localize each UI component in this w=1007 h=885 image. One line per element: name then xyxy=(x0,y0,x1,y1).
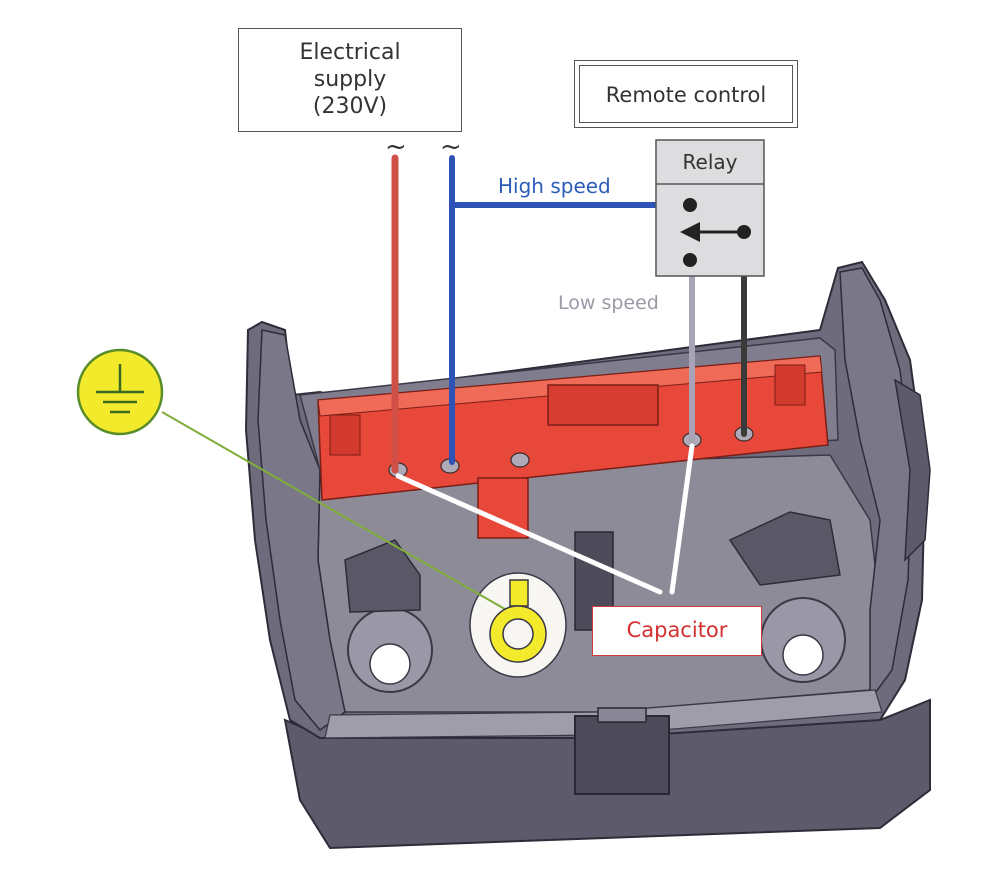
supply-line-3: (230V) xyxy=(312,94,388,119)
relay-contact-low xyxy=(683,253,697,267)
housing-right-wall xyxy=(839,267,913,703)
relay-label: Relay xyxy=(682,150,738,174)
relay xyxy=(655,139,765,277)
earth-ring-terminal-icon xyxy=(489,579,547,663)
remote-control-inner-border: Remote control xyxy=(579,65,793,123)
electrical-supply-label: Electrical supply (230V) xyxy=(239,29,461,120)
capacitor-wire-left xyxy=(395,473,663,595)
remote-control-box: Remote control xyxy=(574,60,798,128)
supply-line-1: Electrical xyxy=(299,40,401,65)
terminal-block-window xyxy=(547,384,659,426)
earth-wire xyxy=(161,411,511,613)
low-speed-label: Low speed xyxy=(558,292,659,314)
terminal-block-slot-left xyxy=(329,414,361,456)
screw-hole-right xyxy=(782,634,824,676)
terminal-screw-3 xyxy=(510,452,530,468)
screw-hole-left xyxy=(369,643,411,685)
housing-left-wall xyxy=(257,329,346,732)
housing-front-clip xyxy=(574,715,670,795)
enclosure-housing xyxy=(244,260,931,850)
ac-phase-symbol-right: ~ xyxy=(440,132,462,162)
switch-arrow-icon xyxy=(680,222,700,242)
capacitor-label: Capacitor xyxy=(626,618,728,642)
high-speed-label: High speed xyxy=(498,174,611,198)
remote-control-label: Remote control xyxy=(605,83,767,107)
ac-phase-symbol-left: ~ xyxy=(385,132,407,162)
relay-body xyxy=(655,139,765,277)
housing-right-bulge xyxy=(893,378,931,562)
ground-symbol-icon xyxy=(76,348,164,436)
capacitor-wire-right xyxy=(669,443,695,595)
capacitor-box: Capacitor xyxy=(592,606,762,656)
housing-front-clip-top xyxy=(597,707,647,723)
cable-clamp-right xyxy=(728,511,841,586)
terminal-block-slot-right xyxy=(774,364,806,406)
supply-line-2: supply xyxy=(313,67,387,92)
relay-contact-high xyxy=(683,198,697,212)
cable-clamp-left xyxy=(344,539,421,613)
terminal-block xyxy=(317,355,829,539)
electrical-supply-box: Electrical supply (230V) xyxy=(238,28,462,132)
